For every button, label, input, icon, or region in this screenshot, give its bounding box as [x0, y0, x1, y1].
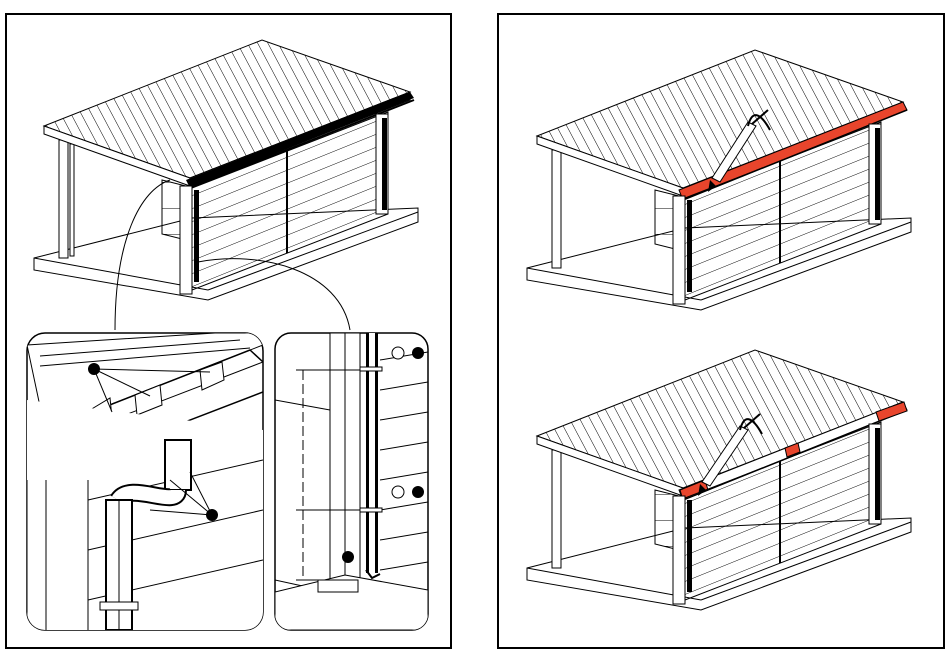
downpipe-detail-view [275, 333, 428, 630]
open-circle-callout-icon [392, 486, 404, 498]
filled-circle-callout-icon [412, 486, 424, 498]
carport-sealing-view-bottom [527, 350, 911, 610]
filled-circle-callout-icon [88, 363, 100, 375]
open-circle-callout-icon [392, 347, 404, 359]
carport-main-view [34, 40, 418, 330]
filled-circle-callout-icon [412, 347, 424, 359]
filled-circle-callout-icon [342, 551, 354, 563]
carport-sealing-view-top [527, 50, 911, 310]
gutter-detail-view [27, 333, 263, 630]
filled-circle-callout-icon [206, 509, 218, 521]
